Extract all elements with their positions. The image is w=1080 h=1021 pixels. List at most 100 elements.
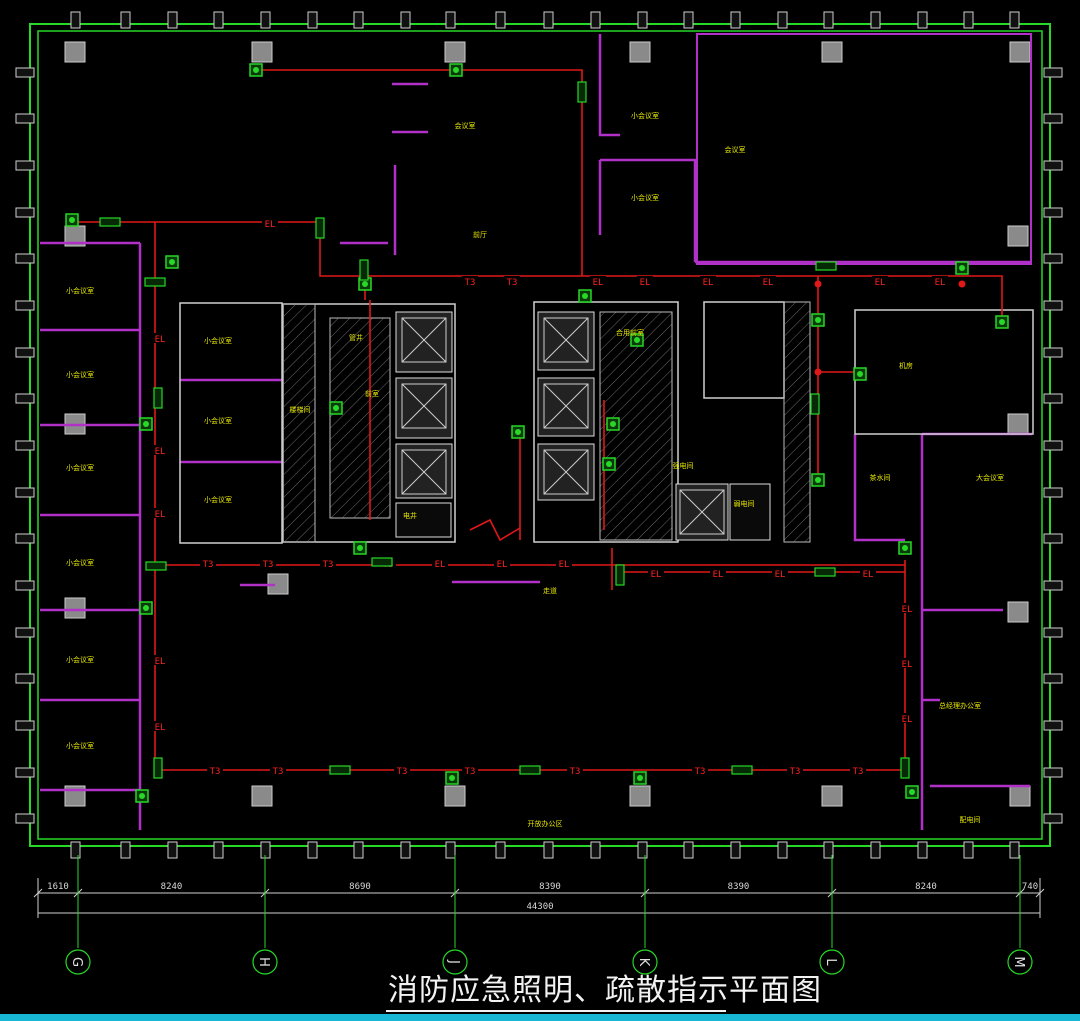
emergency-light-lamp xyxy=(999,319,1005,325)
axis-label: L xyxy=(823,958,838,966)
wire-label: EL xyxy=(935,278,946,288)
elevator-car xyxy=(543,383,589,429)
elevator-cross xyxy=(401,317,447,363)
mullion xyxy=(15,627,35,638)
elevator-cross xyxy=(543,317,589,363)
wire-label: EL xyxy=(651,570,662,580)
wire-label-bg xyxy=(710,568,726,578)
column xyxy=(64,41,86,63)
mullion xyxy=(683,841,694,859)
emergency-light-lamp xyxy=(453,67,459,73)
exit-sign xyxy=(359,259,369,281)
room-label: 茶水间 xyxy=(870,473,891,482)
emergency-light-lamp xyxy=(253,67,259,73)
elevator-car xyxy=(679,489,725,535)
column xyxy=(1009,785,1031,807)
emergency-light-lamp xyxy=(357,545,363,551)
elevator-car xyxy=(543,449,589,495)
wire-label-bg xyxy=(899,713,915,723)
wire-label-bg xyxy=(207,765,223,775)
mullion xyxy=(120,11,131,29)
axis-label: H xyxy=(256,957,271,967)
wire-label: EL xyxy=(497,560,508,570)
wire-junction xyxy=(814,368,822,376)
wire-label-bg xyxy=(899,603,915,613)
dimension-value: 1610 xyxy=(47,882,69,892)
wire-label-bg xyxy=(787,765,803,775)
mullion xyxy=(870,11,881,29)
wire-label: EL xyxy=(265,220,276,230)
mullion xyxy=(213,841,224,859)
mullion xyxy=(1043,113,1063,124)
column xyxy=(821,41,843,63)
mullion xyxy=(15,720,35,731)
exit-sign xyxy=(371,557,393,567)
mullion xyxy=(823,11,834,29)
mullion xyxy=(445,841,456,859)
mullion xyxy=(543,841,554,859)
column xyxy=(1007,413,1029,435)
mullion xyxy=(15,487,35,498)
exit-sign xyxy=(153,387,163,409)
exit-sign xyxy=(144,277,166,287)
wire-label-bg xyxy=(152,445,168,455)
axis-bubble xyxy=(819,949,845,975)
mullion xyxy=(167,11,178,29)
room-label: 小会议室 xyxy=(66,655,94,664)
mullion xyxy=(15,67,35,78)
room-label: 小会议室 xyxy=(204,416,232,425)
mullion xyxy=(730,11,741,29)
emergency-light-lamp xyxy=(515,429,521,435)
wire-label: T3 xyxy=(465,278,476,288)
mullion xyxy=(70,841,81,859)
mullion xyxy=(167,841,178,859)
mullion xyxy=(1043,627,1063,638)
room-label: 弱电间 xyxy=(734,499,755,508)
wire-label-bg xyxy=(567,765,583,775)
mullion xyxy=(353,841,364,859)
room-label: 小会议室 xyxy=(631,193,659,202)
exit-sign xyxy=(145,561,167,571)
mullion xyxy=(307,11,318,29)
column xyxy=(821,785,843,807)
exit-sign xyxy=(815,261,837,271)
wire-label-bg xyxy=(872,276,888,286)
room-label: 小会议室 xyxy=(66,370,94,379)
wire-label: T3 xyxy=(203,560,214,570)
axis-bubble xyxy=(632,949,658,975)
mullion xyxy=(1043,813,1063,824)
mullion xyxy=(637,11,648,29)
screen-bottom-bar xyxy=(0,1014,1080,1021)
wire-label-bg xyxy=(260,558,276,568)
room-label: 配电间 xyxy=(960,815,981,824)
wire-label-bg xyxy=(200,558,216,568)
wire-label: T3 xyxy=(465,767,476,777)
column xyxy=(1007,225,1029,247)
mullion xyxy=(307,841,318,859)
emergency-light-lamp xyxy=(69,217,75,223)
mullion xyxy=(1043,300,1063,311)
wire-label: EL xyxy=(902,715,913,725)
mullion xyxy=(15,393,35,404)
wire-label-bg xyxy=(692,765,708,775)
mullion xyxy=(15,253,35,264)
dimension-value: 8240 xyxy=(915,882,937,892)
column xyxy=(64,597,86,619)
elevator-cross xyxy=(401,449,447,495)
mullion xyxy=(1043,440,1063,451)
emergency-light-lamp xyxy=(143,421,149,427)
mullion xyxy=(15,207,35,218)
dimension-tick xyxy=(1035,888,1045,898)
wire-label: EL xyxy=(763,278,774,288)
wire-run xyxy=(262,69,583,276)
room-label: 会议室 xyxy=(455,121,476,130)
mullion xyxy=(15,673,35,684)
mullion xyxy=(15,113,35,124)
room-label: 小会议室 xyxy=(631,111,659,120)
mullion xyxy=(683,11,694,29)
emergency-light-lamp xyxy=(606,461,612,467)
wire-label-bg xyxy=(494,558,510,568)
mullion xyxy=(1043,533,1063,544)
partition-wall xyxy=(600,158,697,262)
wire-label: EL xyxy=(902,605,913,615)
